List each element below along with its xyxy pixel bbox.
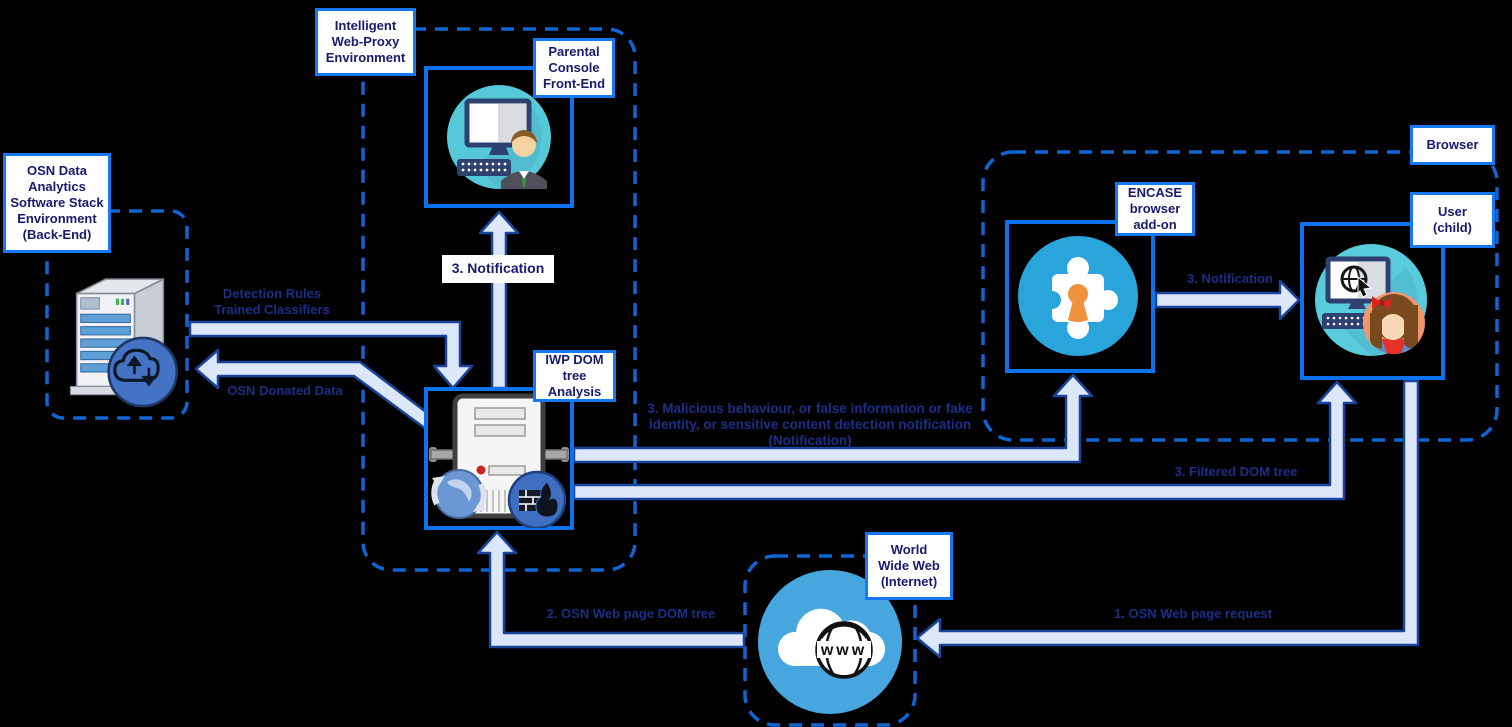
pipe-osn-dom-tree-arrow [476,530,746,649]
encase-addon-label: ENCASE browser add-on [1115,182,1195,236]
parental-console-icon [447,85,551,194]
iwp-dom-analysis-label: IWP DOM tree Analysis [533,350,616,402]
www-label: World Wide Web (Internet) [865,532,953,600]
osn-donated-flow-label: OSN Donated Data [227,383,343,398]
iwp-environment-label: Intelligent Web-Proxy Environment [315,8,416,76]
browser-label: Browser [1410,125,1495,165]
pipe-detection-rules-arrow [188,320,474,390]
osn-request-flow-label: 1. OSN Web page request [1114,606,1272,621]
encase-notification-flow-label: 3. Notification [1187,271,1273,286]
iwp-proxy-server-icon [429,390,569,533]
notification-console-label: 3. Notification [442,255,554,283]
iwp-dom-analysis-box [424,387,574,530]
filtered-dom-flow-label: 3. Filtered DOM tree [1174,464,1298,479]
www-cloud-icon: www [756,568,904,721]
www-text: www [820,642,867,659]
encase-puzzle-icon [1016,234,1140,363]
parental-console-label: Parental Console Front-End [533,38,615,98]
parental-console-box [424,66,574,208]
osn-server-icon [56,266,184,417]
www-boundary [743,554,917,727]
browser-boundary [981,150,1499,442]
user-child-label: User (child) [1410,192,1495,248]
pipe-encase-notification-arrow [1154,279,1301,321]
osn-backend-boundary [45,209,189,420]
pipe-notification-up-arrow [478,210,520,390]
user-child-box [1300,222,1445,380]
osn-dom-tree-flow-label: 2. OSN Web page DOM tree [546,606,716,621]
encase-addon-box [1005,220,1155,373]
osn-backend-label: OSN Data Analytics Software Stack Enviro… [3,153,111,253]
malicious-detection-flow-label: 3. Malicious behaviour, or false informa… [647,401,973,449]
pipe-osn-request-arrow [915,379,1420,659]
detection-rules-flow-label: Detection Rules Trained Classifiers [214,286,330,317]
pipe-filtered-dom-arrow [572,380,1358,501]
pipe-malicious-detection-arrow [572,373,1094,464]
user-child-icon [1314,243,1428,362]
